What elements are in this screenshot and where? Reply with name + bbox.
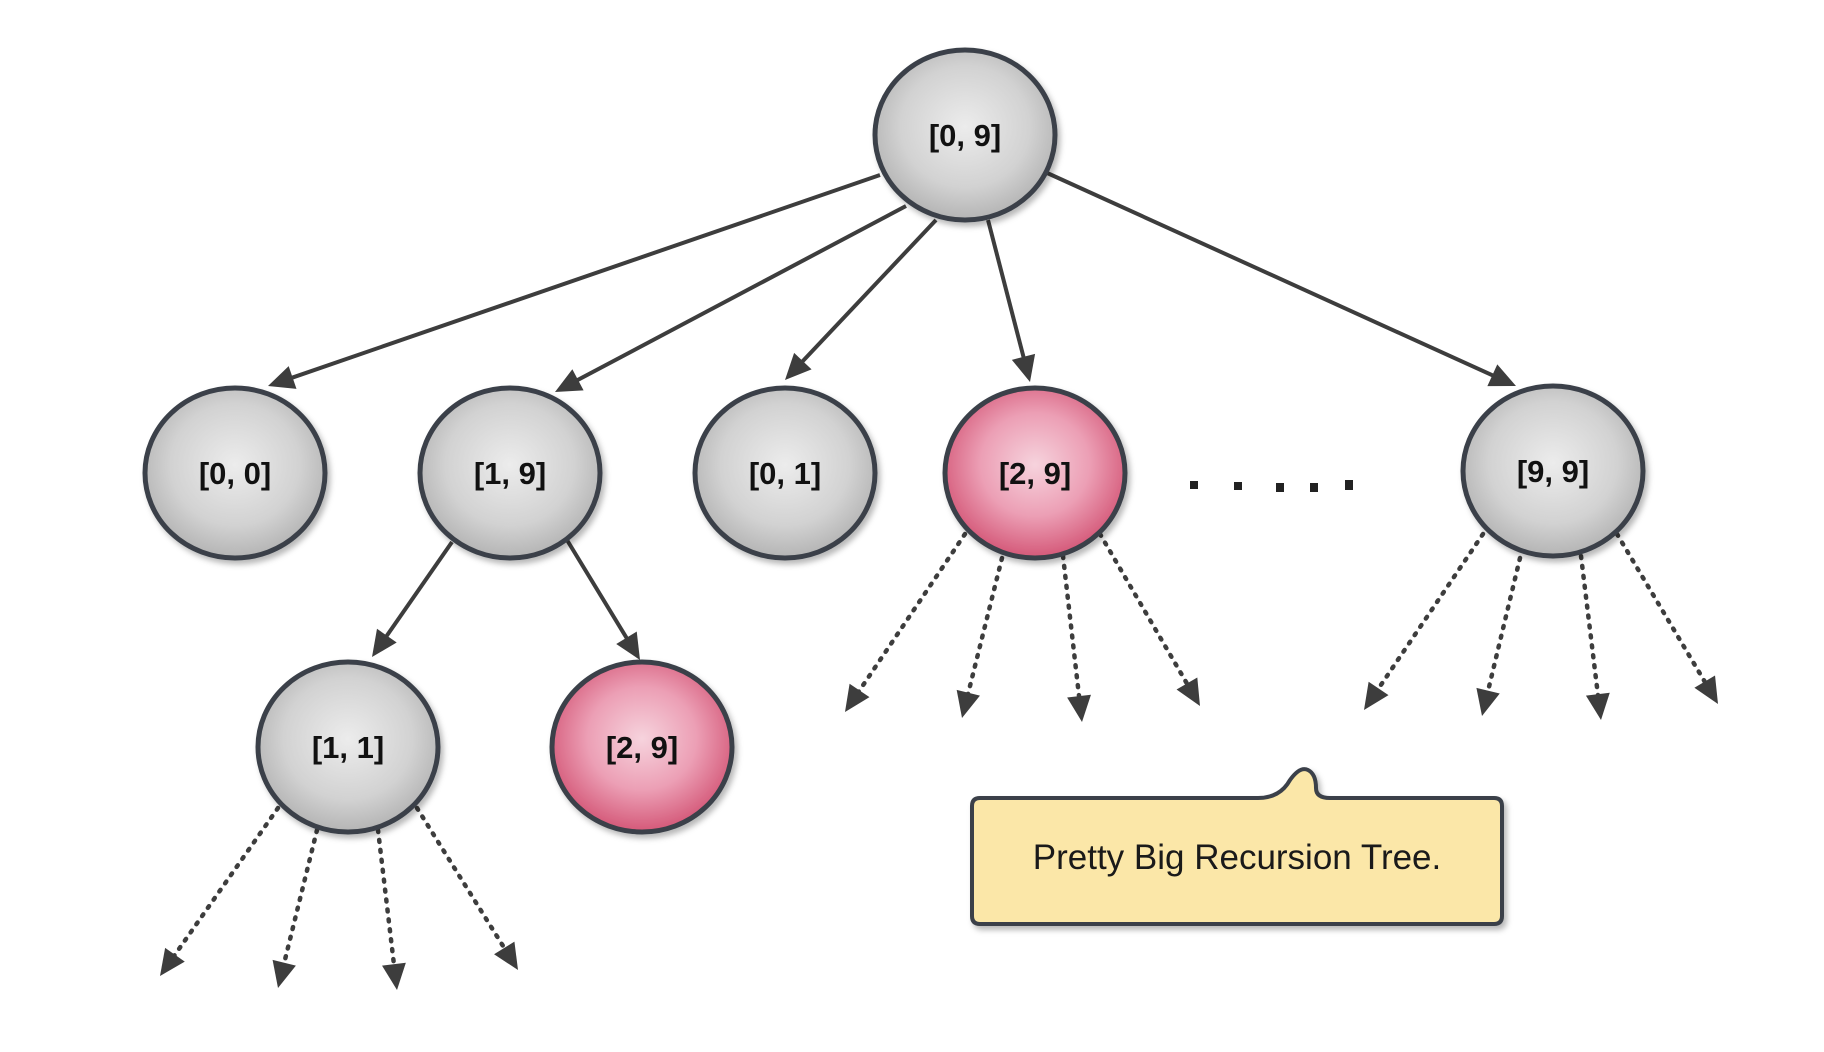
dotted-edge-arrowhead — [272, 959, 296, 988]
ellipsis-dot — [1345, 480, 1353, 490]
dotted-edge — [1485, 555, 1523, 695]
tree-edge — [290, 173, 881, 381]
dotted-edge-arrowhead — [1067, 694, 1091, 722]
tree-edge-arrowhead — [785, 352, 812, 380]
dotted-edge — [1060, 553, 1082, 701]
node-circle — [417, 385, 603, 561]
dotted-edge — [1578, 553, 1601, 699]
node-label: [0, 0] — [199, 456, 271, 491]
node-label: [0, 9] — [929, 118, 1001, 153]
dotted-edge-arrowhead — [160, 947, 185, 976]
node-circle — [255, 659, 441, 835]
ellipsis-dot — [1310, 483, 1318, 492]
tree-edge-arrowhead — [1011, 353, 1036, 382]
tree-edges — [268, 170, 1516, 660]
dotted-edge — [856, 531, 968, 695]
tree-node-2-9-highlighted-second: [2, 9] — [549, 659, 735, 835]
ellipsis-dot — [1234, 482, 1242, 490]
tree-node-2-9-highlighted: [2, 9] — [942, 385, 1128, 561]
tree-edge — [986, 219, 1026, 360]
ellipsis-dot — [1190, 481, 1198, 489]
dotted-edge — [281, 827, 320, 967]
node-circle — [1460, 383, 1646, 559]
dotted-edge-arrowhead — [1364, 681, 1389, 710]
tree-edge — [800, 218, 938, 364]
dotted-edge-arrowhead — [845, 683, 870, 712]
node-circle — [872, 47, 1058, 223]
node-circle — [549, 659, 735, 835]
dotted-edge — [1375, 531, 1486, 693]
tree-edge-arrowhead — [1487, 364, 1516, 387]
dotted-edge-arrowhead — [1585, 692, 1610, 720]
dotted-edge-arrowhead — [494, 941, 518, 970]
dotted-edge — [171, 805, 281, 959]
dotted-edge — [965, 555, 1005, 697]
tree-node-0-1: [0, 1] — [692, 385, 878, 561]
tree-edge-arrowhead — [372, 628, 397, 657]
dotted-edge-arrowhead — [382, 962, 406, 990]
node-label: [1, 9] — [474, 456, 546, 491]
dotted-edge — [375, 827, 397, 969]
node-circle — [942, 385, 1128, 561]
node-circle — [692, 385, 878, 561]
callout-bubble: Pretty Big Recursion Tree. — [970, 767, 1504, 926]
dotted-edge — [1614, 531, 1708, 686]
tree-edge — [565, 538, 630, 641]
ellipsis-dot — [1276, 483, 1284, 492]
dotted-continuation-edges — [160, 531, 1718, 990]
dotted-edge-arrowhead — [1476, 687, 1500, 716]
tree-edge — [1044, 170, 1495, 378]
dotted-edge — [1097, 531, 1191, 688]
tree-node-9-9: [9, 9] — [1460, 383, 1646, 559]
node-label: [9, 9] — [1517, 454, 1589, 489]
dotted-edge — [414, 805, 508, 952]
tree-node-1-9: [1, 9] — [417, 385, 603, 561]
node-label: [2, 9] — [999, 456, 1071, 491]
dotted-edge-arrowhead — [1694, 675, 1718, 704]
callout-text: Pretty Big Recursion Tree. — [1033, 838, 1442, 877]
dotted-edge-arrowhead — [956, 689, 980, 718]
node-label: [0, 1] — [749, 456, 821, 491]
node-label: [1, 1] — [312, 730, 384, 765]
tree-edge — [575, 204, 907, 383]
tree-node-0-0: [0, 0] — [142, 385, 328, 561]
tree-edge-arrowhead — [616, 631, 640, 660]
tree-node-root: [0, 9] — [872, 47, 1058, 223]
ellipsis-dots — [1190, 480, 1353, 492]
tree-node-1-1: [1, 1] — [255, 659, 441, 835]
node-label: [2, 9] — [606, 730, 678, 765]
node-circle — [142, 385, 328, 561]
tree-edge — [384, 540, 454, 639]
tree-edge-arrowhead — [268, 366, 297, 389]
callout-shape — [970, 767, 1504, 926]
dotted-edge-arrowhead — [1176, 677, 1200, 706]
tree-edge-arrowhead — [555, 369, 584, 392]
